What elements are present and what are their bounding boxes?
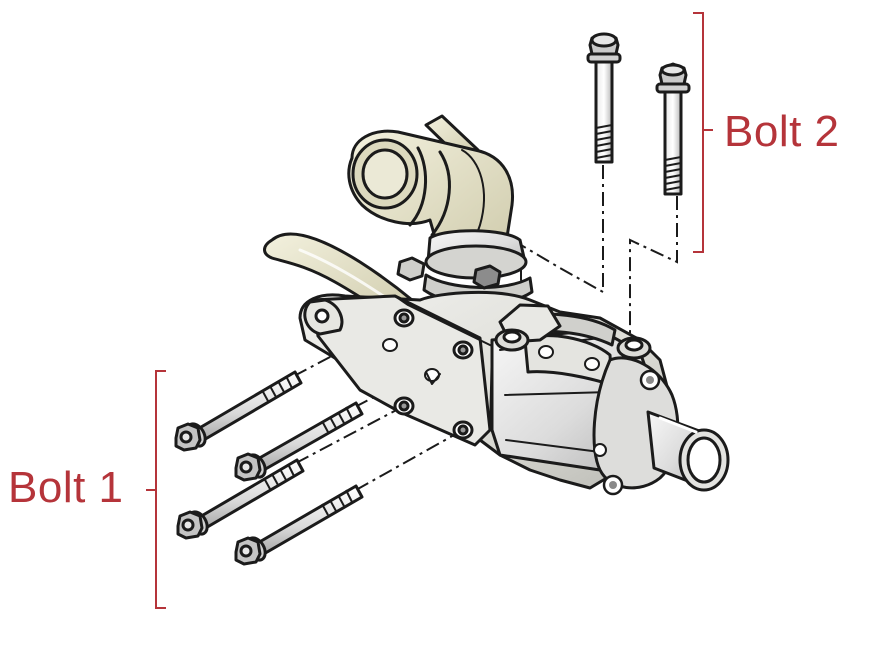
bolt-2a	[586, 32, 622, 164]
thermostat-housing-assembly	[263, 114, 730, 496]
bolt-2-receiving-bosses	[494, 328, 652, 360]
bolt-2-group	[586, 32, 691, 196]
bracket-bolt-2	[693, 12, 713, 253]
bolt-1d	[234, 484, 364, 566]
bolt-1c	[176, 458, 305, 540]
bracket-bolt-1	[146, 370, 166, 609]
flange-bolt-holes	[382, 308, 474, 440]
callout-label-bolt-2: Bolt 2	[724, 107, 840, 156]
alignment-line-bolt-2-right	[629, 196, 678, 345]
bolt-1-group	[174, 370, 364, 566]
alignment-line-bolt-1-c	[295, 405, 405, 464]
bolt-1b	[234, 401, 364, 482]
alignment-line-bolt-2-left	[520, 165, 604, 318]
callout-label-bolt-1: Bolt 1	[8, 463, 124, 512]
alignment-line-bolt-1-d	[355, 429, 464, 491]
bolt-2b	[655, 62, 691, 196]
bolt-1a	[174, 370, 303, 452]
mounting-flange	[310, 294, 492, 447]
